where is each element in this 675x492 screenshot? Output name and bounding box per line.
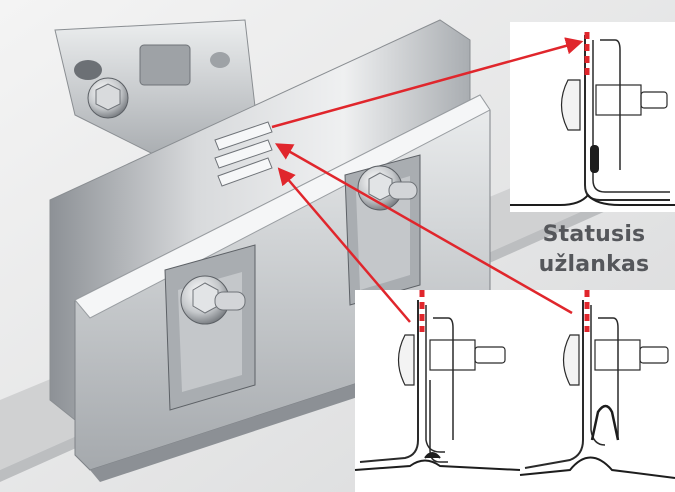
arrow-to-bottom-right-detail: [274, 143, 573, 315]
back-plate-slot: [74, 60, 102, 80]
arrow-to-bottom-center-detail: [277, 167, 411, 323]
label-line-1: Statusis: [542, 222, 646, 247]
section-detail-top-right: [510, 22, 675, 212]
top-bolt-hex: [95, 83, 121, 111]
left-bolt: [180, 275, 246, 325]
section-detail-bottom-right: [519, 290, 675, 492]
top-clamp: [139, 44, 191, 86]
section-detail-bottom-center: [354, 290, 521, 492]
label-line-2: užlankas: [538, 252, 650, 277]
bend-tabs: [214, 121, 273, 187]
right-bolt: [357, 165, 418, 211]
arrow-to-top-right-detail: [271, 37, 584, 129]
back-plate-hole: [210, 52, 230, 68]
label-box: Statusis užlankas: [524, 220, 664, 280]
clip-front-plate-edge: [74, 94, 491, 319]
